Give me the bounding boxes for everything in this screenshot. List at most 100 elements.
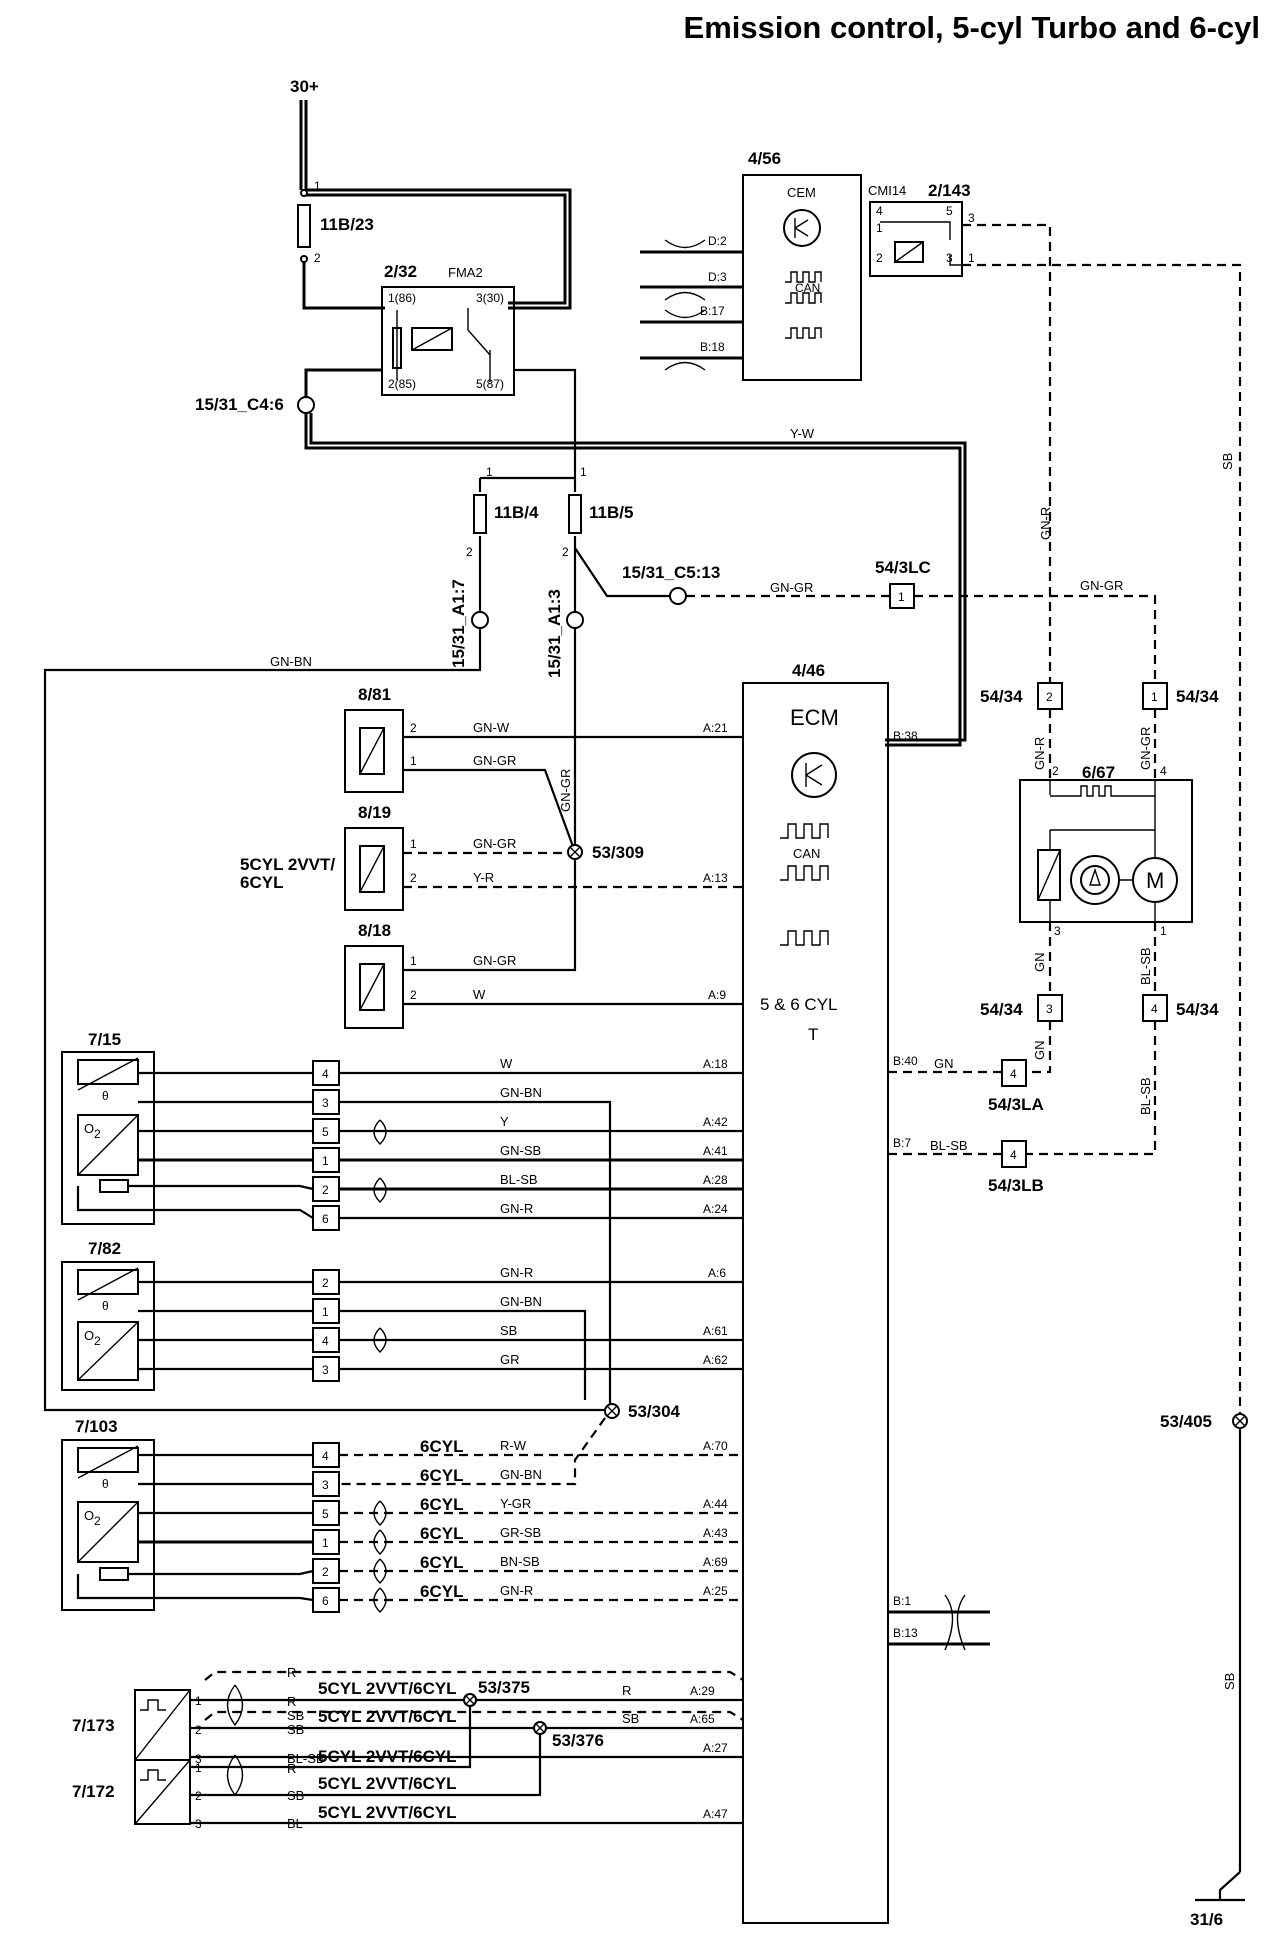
svg-text:5 & 6 CYL: 5 & 6 CYL [760, 995, 838, 1014]
splice-53-309: 53/309 [567, 843, 644, 862]
svg-text:1: 1 [580, 465, 587, 479]
svg-text:A:44: A:44 [703, 1497, 728, 1511]
svg-text:GN-GR: GN-GR [770, 580, 813, 595]
svg-text:54/34: 54/34 [980, 687, 1023, 706]
svg-text:BN-SB: BN-SB [500, 1554, 540, 1569]
svg-text:GN-GR: GN-GR [1138, 727, 1153, 770]
svg-text:BL: BL [287, 1816, 303, 1831]
ground-c4-6: 15/31_C4:6 [195, 395, 315, 414]
svg-text:R: R [287, 1665, 296, 1680]
svg-text:4: 4 [1010, 1067, 1017, 1081]
svg-text:54/3LB: 54/3LB [988, 1176, 1044, 1195]
svg-text:6CYL: 6CYL [240, 873, 283, 892]
svg-text:R-W: R-W [500, 1438, 527, 1453]
fuse-11b4: 1 2 11B/4 [466, 465, 539, 612]
svg-text:6CYL: 6CYL [420, 1582, 463, 1601]
svg-text:GN-R: GN-R [500, 1201, 533, 1216]
module-6-67: 6/67 2 4 3 1 M [1019, 763, 1193, 938]
svg-text:A:9: A:9 [708, 988, 726, 1002]
svg-text:B:17: B:17 [700, 304, 725, 318]
svg-text:D:2: D:2 [708, 234, 727, 248]
svg-text:A:47: A:47 [703, 1807, 728, 1821]
svg-text:4/56: 4/56 [748, 149, 781, 168]
ecm-4-46: 4/46 ECM CAN 5 & 6 CYL T [742, 661, 889, 1924]
svg-text:3: 3 [1054, 924, 1061, 938]
svg-text:31/6: 31/6 [1190, 1910, 1223, 1929]
svg-text:B:18: B:18 [700, 340, 725, 354]
svg-text:GN-R: GN-R [500, 1583, 533, 1598]
svg-text:ECM: ECM [790, 705, 839, 730]
svg-text:53/309: 53/309 [592, 843, 644, 862]
svg-text:5CYL 2VVT/6CYL: 5CYL 2VVT/6CYL [318, 1747, 457, 1766]
svg-text:CAN: CAN [795, 281, 820, 295]
connector-54-3la: 4 54/3LA [988, 1059, 1044, 1114]
svg-text:1: 1 [898, 590, 905, 604]
svg-text:5(87): 5(87) [476, 377, 504, 391]
svg-text:GR-SB: GR-SB [500, 1525, 541, 1540]
svg-text:GN-GR: GN-GR [473, 753, 516, 768]
svg-text:54/3LC: 54/3LC [875, 558, 931, 577]
ground-31-6: 31/6 [1190, 1871, 1245, 1929]
svg-text:1: 1 [322, 1154, 329, 1168]
svg-text:54/34: 54/34 [1176, 687, 1219, 706]
svg-text:7/173: 7/173 [72, 1716, 115, 1735]
svg-text:7/15: 7/15 [88, 1030, 121, 1049]
svg-text:5CYL 2VVT/6CYL: 5CYL 2VVT/6CYL [318, 1803, 457, 1822]
svg-text:GN-GR: GN-GR [473, 953, 516, 968]
svg-text:A:21: A:21 [703, 721, 728, 735]
svg-text:1(86): 1(86) [388, 291, 416, 305]
connector-54-34-a: 2 54/34 [980, 682, 1063, 710]
svg-text:Y: Y [500, 1114, 509, 1129]
svg-text:A:6: A:6 [708, 1266, 726, 1280]
svg-text:GN: GN [934, 1056, 954, 1071]
relay-2-32: 2/32 FMA2 1(86) 3(30) 2(85) 5(87) [381, 262, 515, 396]
svg-text:θ: θ [102, 1299, 109, 1313]
relay-2-32-label: 2/32 [384, 262, 417, 281]
svg-text:BL-SB: BL-SB [500, 1172, 538, 1187]
connector-a1-7: 15/31_A1:7 [449, 579, 489, 668]
svg-text:3(30): 3(30) [476, 291, 504, 305]
svg-text:A:25: A:25 [703, 1584, 728, 1598]
svg-text:1: 1 [1151, 690, 1158, 704]
svg-text:4: 4 [876, 204, 883, 218]
svg-text:7/103: 7/103 [75, 1417, 118, 1436]
svg-text:A:29: A:29 [690, 1684, 715, 1698]
svg-text:3: 3 [1046, 1002, 1053, 1016]
svg-text:8/18: 8/18 [358, 921, 391, 940]
svg-text:B:40: B:40 [893, 1054, 918, 1068]
svg-text:GN-BN: GN-BN [500, 1294, 542, 1309]
sensor-7-172: 7/172 1 2 3 [72, 1759, 202, 1831]
svg-text:6CYL: 6CYL [420, 1524, 463, 1543]
svg-text:Y-R: Y-R [473, 870, 494, 885]
supply-30: 30+ [290, 77, 319, 190]
svg-text:2: 2 [562, 545, 569, 559]
svg-text:6CYL: 6CYL [420, 1466, 463, 1485]
svg-text:8/19: 8/19 [358, 803, 391, 822]
svg-text:θ: θ [102, 1477, 109, 1491]
svg-text:2: 2 [466, 545, 473, 559]
svg-text:6CYL: 6CYL [420, 1495, 463, 1514]
connector-a1-3: 15/31_A1:3 [545, 589, 584, 678]
svg-text:R: R [287, 1761, 296, 1776]
svg-text:GN-R: GN-R [1032, 737, 1047, 770]
svg-text:A:13: A:13 [703, 871, 728, 885]
svg-text:W: W [500, 1056, 513, 1071]
comp-8-81: 8/81 2 1 [344, 685, 417, 793]
connector-54-34-c: 3 54/34 [980, 994, 1063, 1022]
svg-text:2: 2 [410, 721, 417, 735]
svg-text:1: 1 [322, 1305, 329, 1319]
connector-54-3lc: 1 54/3LC [875, 558, 931, 609]
svg-text:GN-BN: GN-BN [500, 1085, 542, 1100]
svg-text:SB: SB [622, 1711, 639, 1726]
svg-text:1: 1 [314, 179, 321, 193]
splice-53-376: 53/376 [533, 1721, 604, 1750]
connector-c5-13: 15/31_C5:13 [622, 563, 720, 605]
connector-54-3lb: 4 54/3LB [988, 1140, 1044, 1195]
svg-text:2: 2 [322, 1183, 329, 1197]
svg-text:GN-BN: GN-BN [500, 1467, 542, 1482]
svg-text:1: 1 [410, 837, 417, 851]
svg-text:6CYL: 6CYL [420, 1553, 463, 1572]
cem-4-56: 4/56 CEM CAN D:2 D:3 B:17 B:18 [700, 149, 862, 381]
svg-text:B:13: B:13 [893, 1626, 918, 1640]
svg-text:GN-GR: GN-GR [473, 836, 516, 851]
